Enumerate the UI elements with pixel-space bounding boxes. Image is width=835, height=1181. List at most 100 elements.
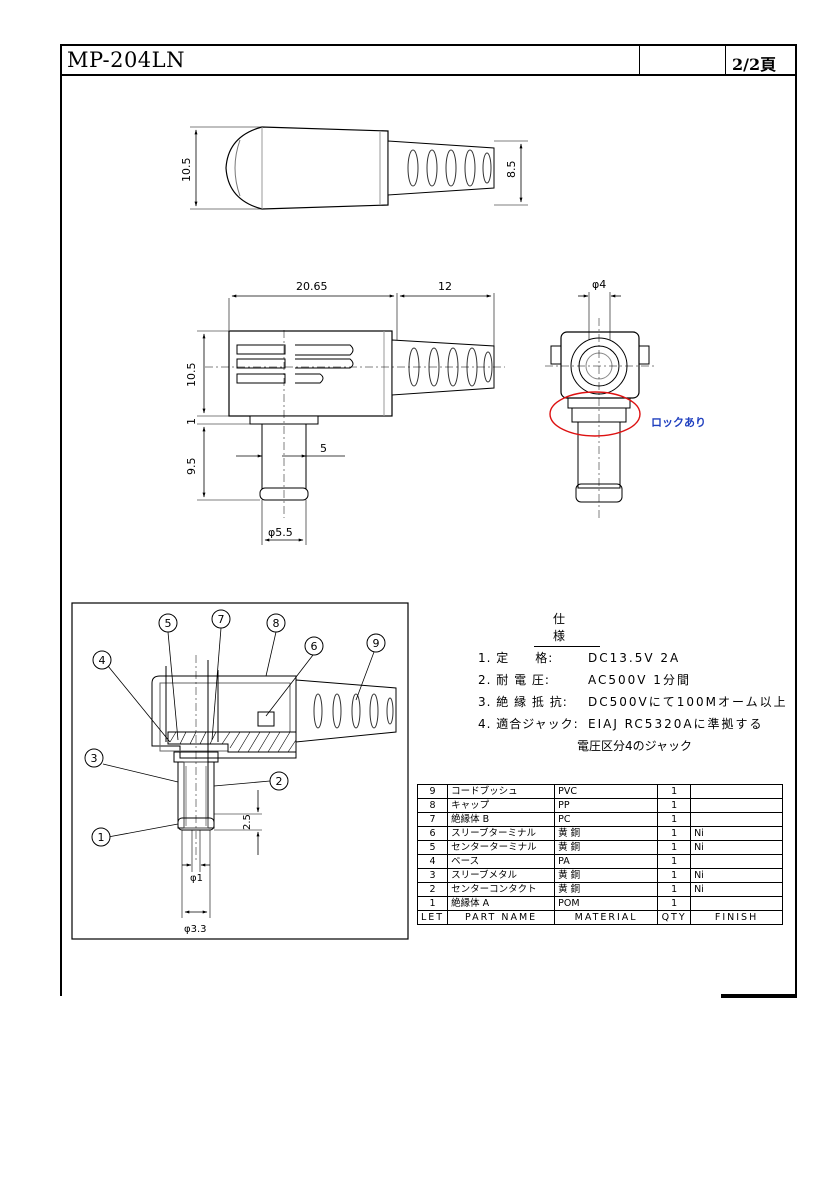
balloon-4 (92, 650, 112, 670)
title-block: MP-204LN 2/2頁 (60, 44, 797, 76)
balloon-6-label: 6 (311, 640, 318, 653)
spec-note: 電圧区分4のジャック (577, 739, 693, 753)
cell-let: 8 (416, 798, 449, 813)
dim-inner-diameter: φ1 (190, 873, 203, 884)
cell-material: POM (554, 896, 659, 911)
balloon-8 (266, 613, 286, 633)
spec-row: 1. 定 格: DC13.5V 2A (478, 649, 680, 666)
spec-value: AC500V 1分間 (588, 673, 691, 687)
dim-pin-offset: 5 (320, 442, 327, 455)
dim-flange: 1 (185, 418, 198, 425)
cell-material: 黄 銅 (554, 868, 659, 883)
balloon-1-label: 1 (98, 831, 105, 844)
cell-qty: 1 (657, 854, 692, 869)
cell-finish (690, 812, 783, 827)
title-blank-cell (639, 46, 726, 74)
cell-finish (690, 784, 783, 799)
balloon-6 (304, 636, 324, 656)
cell-material: 黄 銅 (554, 826, 659, 841)
cell-name: 絶縁体 B (447, 812, 556, 827)
side-view (197, 293, 505, 545)
cell-name: センターコンタクト (447, 882, 556, 897)
dim-pin-length: 9.5 (185, 458, 198, 476)
dim-body-length: 20.65 (296, 280, 328, 293)
header-name: PART NAME (447, 910, 556, 925)
balloon-2-label: 2 (276, 775, 283, 788)
spec-value: EIAJ RC5320Aに準拠する (588, 717, 764, 731)
cell-qty: 1 (657, 784, 692, 799)
cell-finish (690, 854, 783, 869)
spec-value: DC500Vにて100Mオーム以上 (588, 695, 788, 709)
dim-top-height: 10.5 (180, 158, 193, 183)
dim-side-height: 10.5 (185, 363, 198, 388)
balloon-2 (269, 771, 289, 791)
cell-let: 3 (416, 868, 449, 883)
cell-name: ベース (447, 854, 556, 869)
spec-value: DC13.5V 2A (588, 651, 681, 665)
cell-let: 5 (416, 840, 449, 855)
spec-title: 仕 様 (534, 610, 600, 647)
spec-row: 4. 適合ジャック:EIAJ RC5320Aに準拠する (478, 715, 764, 732)
balloon-8-label: 8 (273, 617, 280, 630)
balloon-5 (158, 613, 178, 633)
cell-finish (690, 896, 783, 911)
balloon-leaders (102, 627, 375, 838)
cell-material: PVC (554, 784, 659, 799)
cell-let: 7 (416, 812, 449, 827)
cell-name: スリーブターミナル (447, 826, 556, 841)
spec-row: 3. 絶 縁 抵 抗:DC500Vにて100Mオーム以上 (478, 693, 788, 710)
lock-note: ロックあり (651, 416, 706, 429)
cell-material: 黄 銅 (554, 840, 659, 855)
cell-material: PC (554, 812, 659, 827)
cell-qty: 1 (657, 840, 692, 855)
balloon-5-label: 5 (165, 617, 172, 630)
cell-material: PP (554, 798, 659, 813)
top-view (190, 126, 528, 210)
balloon-9 (366, 633, 386, 653)
cell-finish: Ni (690, 840, 783, 855)
cell-material: 黄 銅 (554, 882, 659, 897)
dim-section-gap: 2.5 (242, 814, 253, 830)
header-finish: FINISH (690, 910, 783, 925)
cell-name: スリーブメタル (447, 868, 556, 883)
balloon-7-label: 7 (218, 613, 225, 626)
frame-corner-bar (721, 994, 797, 998)
spec-label: 1. 定 格: (478, 651, 554, 665)
cell-name: コードブッシュ (447, 784, 556, 799)
cell-name: センターターミナル (447, 840, 556, 855)
balloon-3 (84, 748, 104, 768)
cell-let: 9 (416, 784, 449, 799)
cell-qty: 1 (657, 812, 692, 827)
cell-qty: 1 (657, 868, 692, 883)
cell-finish: Ni (690, 868, 783, 883)
cell-material: PA (554, 854, 659, 869)
page-number: 2/2頁 (732, 55, 777, 74)
cell-finish (690, 798, 783, 813)
cell-let: 2 (416, 882, 449, 897)
front-view (545, 292, 655, 520)
balloon-9-label: 9 (373, 637, 380, 650)
dim-boot-height: 8.5 (505, 161, 518, 179)
dim-pin-diameter: φ5.5 (268, 526, 293, 539)
dim-hole-diameter: φ4 (592, 278, 606, 291)
spec-label: 2. 耐 電 圧: (478, 673, 550, 687)
cell-let: 6 (416, 826, 449, 841)
cell-qty: 1 (657, 896, 692, 911)
balloon-1 (91, 827, 111, 847)
cell-qty: 1 (657, 798, 692, 813)
cell-qty: 1 (657, 882, 692, 897)
dim-outer-diameter: φ3.3 (184, 924, 207, 935)
dim-boot-length: 12 (438, 280, 452, 293)
header-let: LET (416, 910, 449, 925)
cell-qty: 1 (657, 826, 692, 841)
section-view (71, 602, 409, 940)
